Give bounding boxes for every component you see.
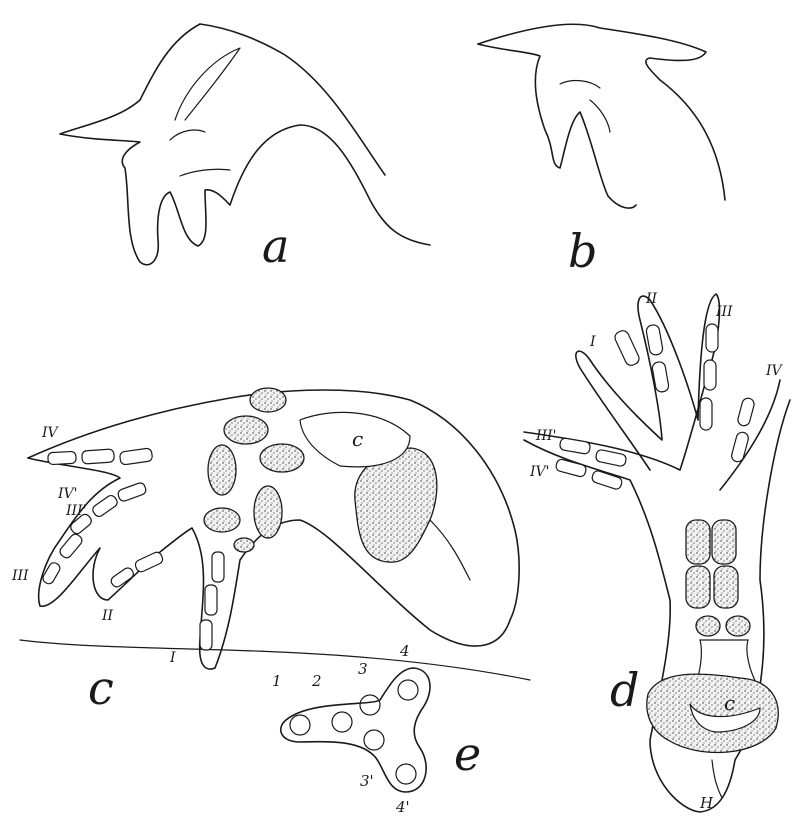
panel-c-digit-I: I	[169, 650, 176, 666]
panel-b-drawing	[478, 24, 725, 208]
panel-a-label: a	[262, 219, 289, 273]
panel-c-digit-IV: IV	[41, 425, 60, 441]
panel-d-digit-IVprime: IV'	[529, 464, 550, 480]
panel-d-label: d	[610, 663, 639, 717]
panel-d-digit-III: III	[715, 304, 733, 320]
panel-d-digit-I: I	[589, 334, 596, 350]
panel-e-num-3: 3	[358, 660, 368, 678]
panel-c-element-c: c	[352, 427, 363, 451]
panel-e-num-4prime: 4'	[395, 798, 410, 816]
panel-e-num-1: 1	[272, 672, 282, 690]
panel-d-digit-IIIprime: III'	[535, 428, 556, 444]
panel-b-label: b	[568, 224, 597, 278]
panel-e-num-3prime: 3'	[360, 772, 374, 790]
panel-d-element-H: H	[699, 794, 714, 812]
panel-c-digit-III: III	[11, 568, 29, 584]
panel-e-label: e	[454, 727, 481, 781]
panel-c-label: c	[88, 661, 114, 715]
panel-d-digit-II: II	[645, 291, 658, 307]
panel-d-element-c: c	[724, 691, 735, 715]
panel-c-digit-IIIprime: III'	[65, 503, 86, 519]
panel-e-num-4: 4	[399, 642, 410, 660]
panel-a-drawing	[60, 24, 430, 265]
panel-c-drawing	[20, 388, 530, 680]
panel-d-drawing	[524, 294, 790, 812]
panel-e-drawing	[281, 668, 430, 792]
panel-e-num-2: 2	[311, 672, 322, 690]
panel-d-digit-IV: IV	[765, 363, 784, 379]
panel-c-digit-IVprime: IV'	[57, 486, 78, 502]
panel-c-digit-II: II	[101, 608, 114, 624]
